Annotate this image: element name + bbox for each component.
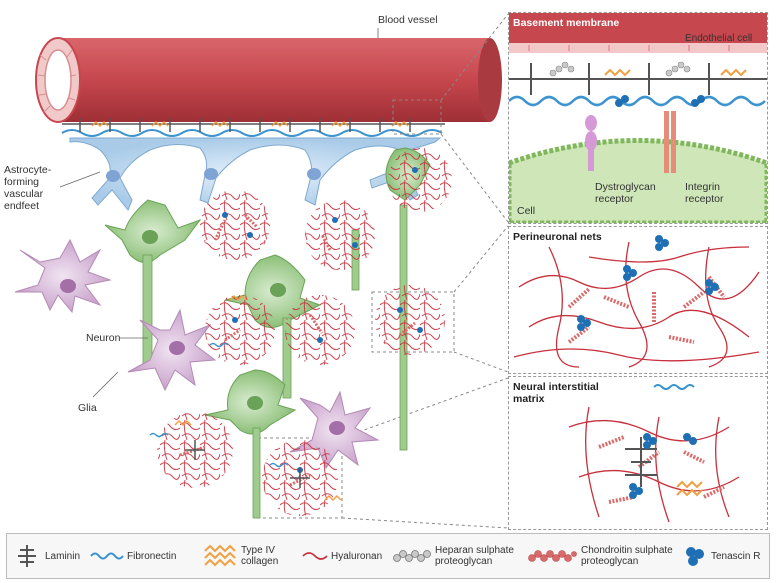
basement-membrane-illustration <box>509 13 767 223</box>
dystroglycan-label-line: receptor <box>595 193 634 205</box>
legend-label-chondroitin-line: Chondroitin sulphate <box>581 545 673 556</box>
glia-label: Glia <box>78 402 97 414</box>
integrin-label-line: receptor <box>685 193 724 205</box>
legend-item-hyaluronan: Hyaluronan <box>301 534 382 578</box>
legend-label-collagen-line: collagen <box>241 556 279 567</box>
blood-vessel-label: Blood vessel <box>378 14 438 26</box>
interstitial-title-line: matrix <box>513 393 545 405</box>
heparan-icon <box>393 550 431 562</box>
label-pointers <box>59 28 379 398</box>
legend-label-tenascin: Tenascin R <box>711 550 761 562</box>
legend-label-heparan-line: proteoglycan <box>435 556 493 567</box>
legend-item-tenascin: Tenascin R <box>683 534 760 578</box>
perineuronal-nets-title: Perineuronal nets <box>513 231 602 243</box>
fibronectin-icon <box>90 552 124 560</box>
legend-label-hyaluronan: Hyaluronan <box>331 550 383 562</box>
dystroglycan-receptor-shape <box>585 115 597 171</box>
perineuronal-illustration <box>513 235 760 368</box>
endothelial-cell-label: Endothelial cell <box>685 33 753 44</box>
interstitial-title-line: Neural interstitial <box>513 381 599 393</box>
basement-membrane-title: Basement membrane <box>513 17 620 29</box>
legend-label-fibronectin: Fibronectin <box>127 550 177 562</box>
legend-item-heparan: Heparan sulphate proteoglycan <box>391 534 514 578</box>
ecm-clusters <box>149 148 452 516</box>
integrin-label-line: Integrin <box>685 181 721 193</box>
astrocyte-label-line: vascular <box>4 188 44 200</box>
legend-item-fibronectin: Fibronectin <box>89 534 176 578</box>
interstitial-matrix-panel: Neural interstitial matrix <box>508 376 768 530</box>
vessel-basement-membrane <box>61 118 445 137</box>
chondroitin-icon <box>528 550 577 562</box>
legend-label-heparan: Heparan sulphate proteoglycan <box>435 545 514 567</box>
neuron-label: Neuron <box>86 332 121 344</box>
legend-item-laminin: Laminin <box>13 534 80 578</box>
legend-label-heparan-line: Heparan sulphate <box>435 545 514 556</box>
laminin-icon <box>18 545 36 567</box>
cell-label: Cell <box>517 205 536 217</box>
hyaluronan-icon <box>302 552 328 560</box>
legend-item-chondroitin: Chondroitin sulphate proteoglycan <box>527 534 673 578</box>
legend-label-chondroitin: Chondroitin sulphate proteoglycan <box>581 545 673 567</box>
blood-vessel <box>35 37 502 123</box>
collagen-icon <box>204 544 236 567</box>
integrin-receptor-shape <box>664 111 676 173</box>
perineuronal-nets-panel: Perineuronal nets <box>508 226 768 374</box>
basement-membrane-panel: Basement membrane Endothelial cell Cell … <box>508 12 768 224</box>
dystroglycan-label-line: Dystroglycan <box>595 181 656 193</box>
interstitial-illustration <box>568 384 740 523</box>
astrocyte-label: Astrocyte- forming vascular endfeet <box>4 164 51 212</box>
tenascin-icon <box>686 547 704 566</box>
dystroglycan-label: Dystroglycan receptor <box>595 181 656 205</box>
legend-label-chondroitin-line: proteoglycan <box>581 556 639 567</box>
astrocyte-label-line: endfeet <box>4 200 40 212</box>
legend-item-collagen: Type IV collagen <box>203 534 278 578</box>
astrocyte-label-line: Astrocyte- <box>4 164 52 176</box>
astrocyte-label-line: forming <box>4 176 40 188</box>
glia-cells <box>14 238 380 470</box>
legend-label-laminin: Laminin <box>45 550 81 562</box>
interstitial-matrix-title: Neural interstitial matrix <box>513 381 599 405</box>
integrin-label: Integrin receptor <box>685 181 724 205</box>
legend: Laminin Fibronectin Type IV collagen Hya… <box>6 533 770 579</box>
legend-label-collagen: Type IV collagen <box>241 545 278 567</box>
legend-label-collagen-line: Type IV <box>241 545 275 556</box>
